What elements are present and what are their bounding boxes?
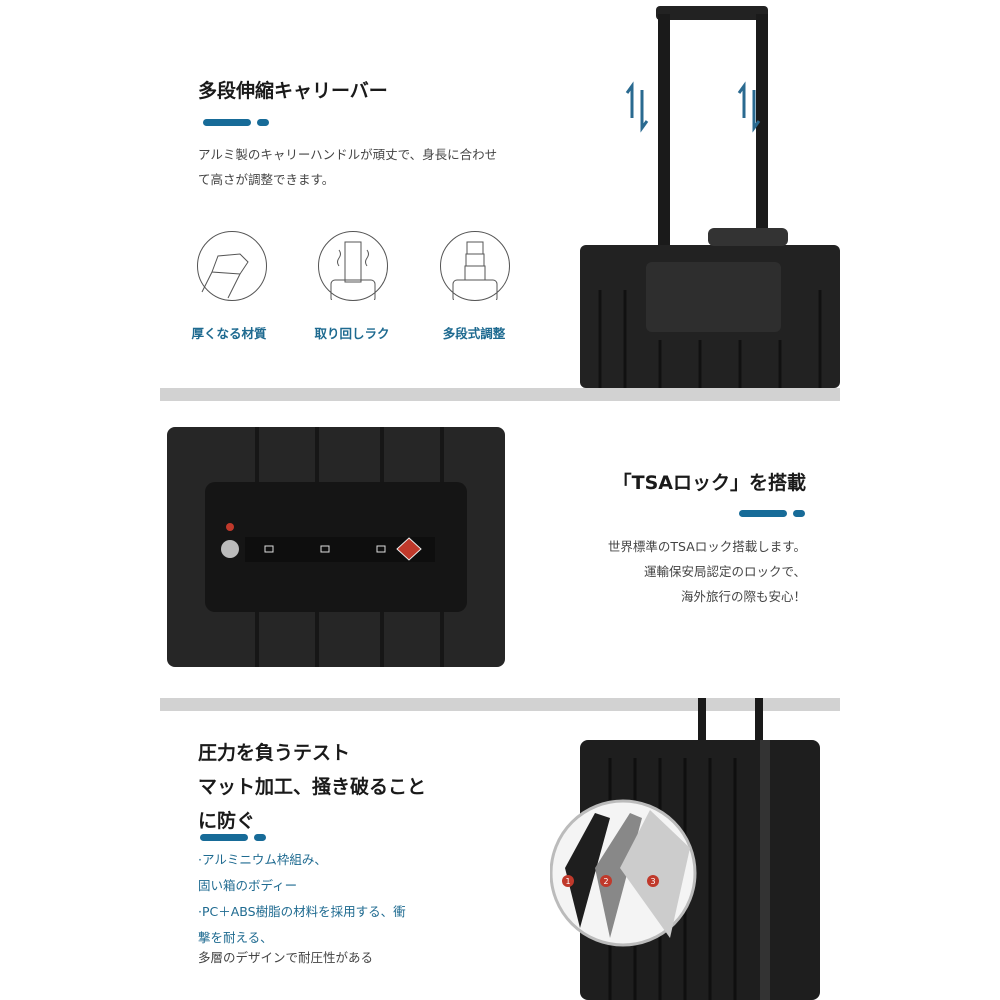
- layer-marker: 1: [565, 877, 570, 886]
- section-note: 多層のデザインで耐圧性がある: [198, 950, 374, 965]
- feature-bullets: ·アルミニウム枠組み、 固い箱のボディー ·PC＋ABS樹脂の材料を採用する、衝…: [198, 852, 406, 945]
- accent-divider: [739, 510, 805, 517]
- section-description: 世界標準のTSAロック搭載します。 運輸保安局認定のロックで、 海外旅行の際も安…: [607, 539, 806, 604]
- suitcase-handle-image: [580, 6, 840, 388]
- feature-label: 多段式調整: [442, 326, 506, 341]
- suitcase-body-image: 1 2 3: [550, 698, 820, 1000]
- accent-divider: [200, 834, 266, 841]
- accent-divider: [203, 119, 269, 126]
- feature-label: 取り回しラク: [314, 326, 390, 341]
- layer-marker: 3: [650, 877, 655, 886]
- section-title: 多段伸縮キャリーバー: [198, 80, 388, 102]
- section-divider: [160, 698, 840, 711]
- section-title: 圧力を負うテスト マット加工、掻き破ること に防ぐ: [198, 742, 427, 832]
- section-description: アルミ製のキャリーハンドルが頑丈で、身長に合わせ て高さが調整できます。: [198, 147, 498, 187]
- section-divider: [160, 388, 840, 401]
- feature-label: 厚くなる材質: [191, 326, 267, 341]
- easy-handling-icon: [318, 231, 388, 303]
- multi-stage-icon: [440, 231, 510, 303]
- thick-material-icon: [197, 231, 267, 301]
- layer-marker: 2: [603, 877, 608, 886]
- section-title: 「TSAロック」を搭載: [612, 472, 806, 494]
- tsa-lock-image: [167, 427, 505, 667]
